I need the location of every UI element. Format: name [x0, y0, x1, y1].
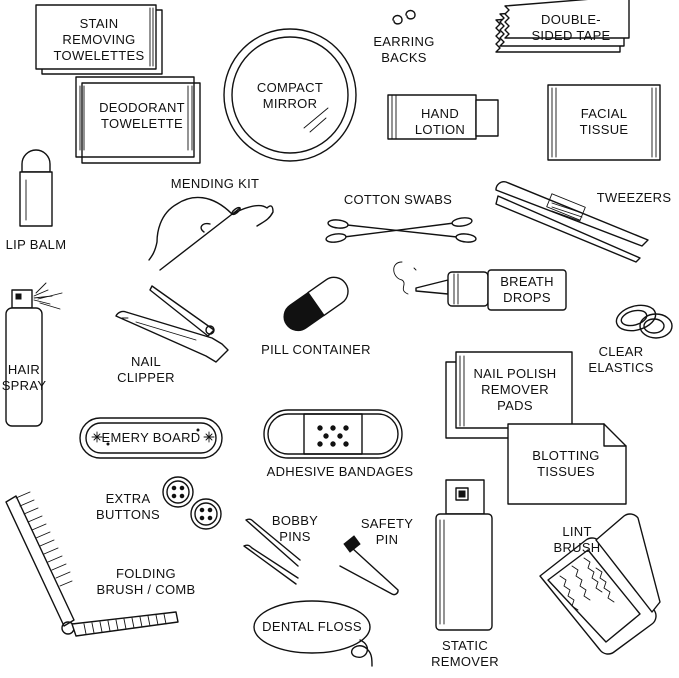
dental-floss-icon	[253, 600, 373, 667]
label-lip-balm: LIP BALM	[5, 237, 67, 252]
label-nail-polish-remover-pads: NAIL POLISH REMOVER PADS	[473, 366, 557, 413]
extra-buttons-icon	[162, 476, 222, 530]
label-tweezers: TWEEZERS	[596, 190, 672, 205]
label-extra-buttons: EXTRA BUTTONS	[96, 491, 160, 522]
stain-towelettes-icon	[35, 4, 163, 75]
pill-container-icon	[283, 276, 349, 332]
nail-clipper-icon	[115, 285, 229, 363]
label-pill-container: PILL CONTAINER	[261, 342, 371, 357]
clear-elastics-icon	[615, 304, 673, 339]
label-mending-kit: MENDING KIT	[170, 176, 260, 191]
label-safety-pin: SAFETY PIN	[360, 516, 414, 547]
label-hand-lotion: HAND LOTION	[414, 106, 466, 137]
label-deodorant-towelette: DEODORANT TOWELETTE	[99, 100, 185, 131]
lip-balm-icon	[19, 149, 53, 227]
label-lint-brush: LINT BRUSH	[553, 524, 601, 555]
tweezers-icon	[495, 181, 649, 263]
label-bobby-pins: BOBBY PINS	[271, 513, 319, 544]
label-cotton-swabs: COTTON SWABS	[343, 192, 453, 207]
label-double-sided-tape: DOUBLE- SIDED TAPE	[531, 12, 611, 43]
hand-lotion-icon	[387, 94, 499, 140]
hair-spray-icon	[5, 282, 63, 427]
adhesive-bandages-icon	[263, 409, 403, 459]
label-blotting-tissues: BLOTTING TISSUES	[532, 448, 600, 479]
compact-mirror-icon	[223, 28, 357, 162]
label-adhesive-bandages: ADHESIVE BANDAGES	[266, 464, 414, 479]
cotton-swabs-icon	[325, 217, 477, 243]
label-dental-floss: DENTAL FLOSS	[262, 619, 362, 634]
static-remover-icon	[435, 479, 493, 631]
double-sided-tape-icon	[495, 0, 630, 53]
label-nail-clipper: NAIL CLIPPER	[117, 354, 175, 385]
deodorant-towelette-icon	[75, 76, 201, 164]
label-breath-drops: BREATH DROPS	[500, 274, 554, 305]
label-compact-mirror: COMPACT MIRROR	[256, 80, 324, 111]
label-clear-elastics: CLEAR ELASTICS	[588, 344, 654, 375]
facial-tissue-icon	[547, 84, 661, 161]
emery-board-icon	[79, 417, 223, 459]
earring-backs-icon	[392, 9, 416, 25]
blotting-tissues-icon	[507, 423, 627, 505]
breath-drops-icon	[393, 261, 567, 311]
folding-brush-comb-icon	[5, 491, 179, 637]
label-facial-tissue: FACIAL TISSUE	[579, 106, 629, 137]
safety-pin-icon	[339, 535, 399, 596]
label-stain-removing-towelettes: STAIN REMOVING TOWELETTES	[53, 16, 145, 63]
label-static-remover: STATIC REMOVER	[431, 638, 499, 669]
label-earring-backs: EARRING BACKS	[373, 34, 435, 65]
bobby-pins-icon	[243, 518, 301, 585]
lint-brush-icon	[539, 513, 661, 655]
nail-polish-remover-pads-icon	[445, 351, 573, 439]
label-folding-brush-comb: FOLDING BRUSH / COMB	[96, 566, 196, 597]
label-hair-spray: HAIR SPRAY	[1, 362, 47, 393]
mending-kit-icon	[148, 196, 274, 271]
label-emery-board: EMERY BOARD	[101, 430, 201, 445]
